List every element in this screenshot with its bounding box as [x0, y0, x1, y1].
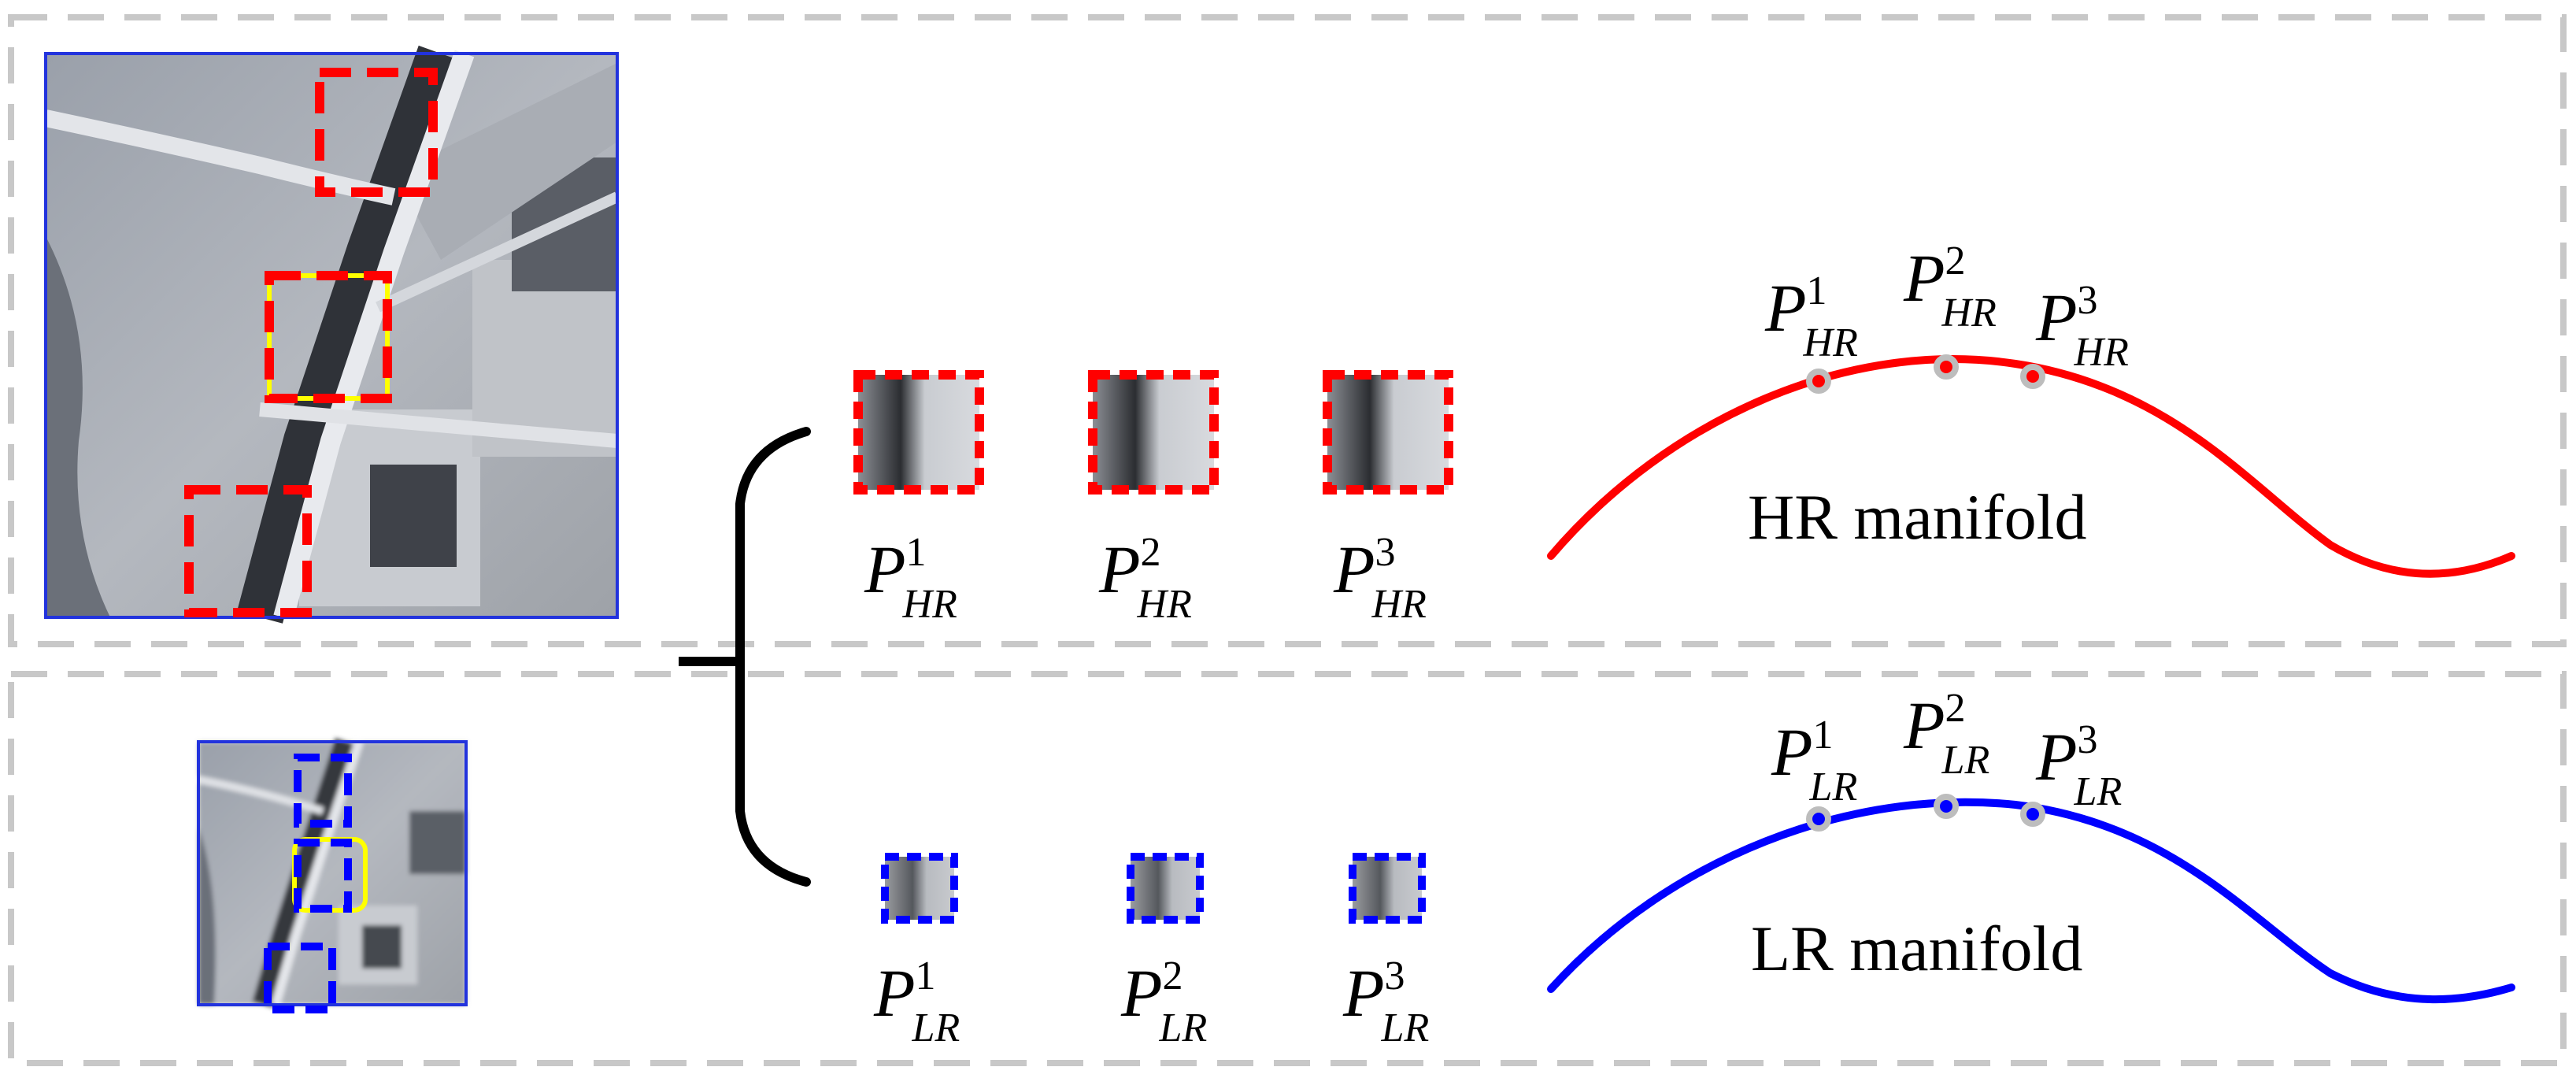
lr-manifold-label: LR manifold — [1751, 913, 2082, 984]
lr-patch-1 — [881, 853, 958, 924]
hr-curve-point-2 — [1934, 354, 1959, 380]
lr-patch-3 — [1349, 853, 1426, 924]
lr-manifold-curve — [1547, 798, 2515, 1004]
lr-curve-point-1 — [1806, 806, 1831, 832]
hr-patch-2 — [1088, 370, 1219, 495]
hr-selection-box-2 — [265, 271, 392, 403]
hr-patch-3 — [1323, 370, 1453, 495]
lr-curve-point-3 — [2020, 802, 2045, 827]
grouping-bracket — [735, 427, 811, 887]
lr-selection-box-2 — [294, 839, 352, 913]
hr-selection-box-1 — [315, 68, 438, 197]
lr-panel-border — [8, 671, 2567, 1066]
hr-selection-box-3 — [184, 485, 312, 617]
lr-selection-box-1 — [294, 754, 352, 828]
hr-curve-point-1 — [1806, 369, 1831, 394]
lr-patch-2 — [1127, 853, 1204, 924]
hr-panel-border — [8, 14, 2567, 647]
lr-curve-point-2 — [1934, 794, 1959, 819]
hr-manifold-curve — [1547, 355, 2515, 578]
hr-patch-1 — [853, 370, 984, 495]
hr-source-image — [43, 45, 620, 624]
hr-curve-point-3 — [2020, 364, 2045, 389]
hr-manifold-label: HR manifold — [1748, 481, 2086, 553]
